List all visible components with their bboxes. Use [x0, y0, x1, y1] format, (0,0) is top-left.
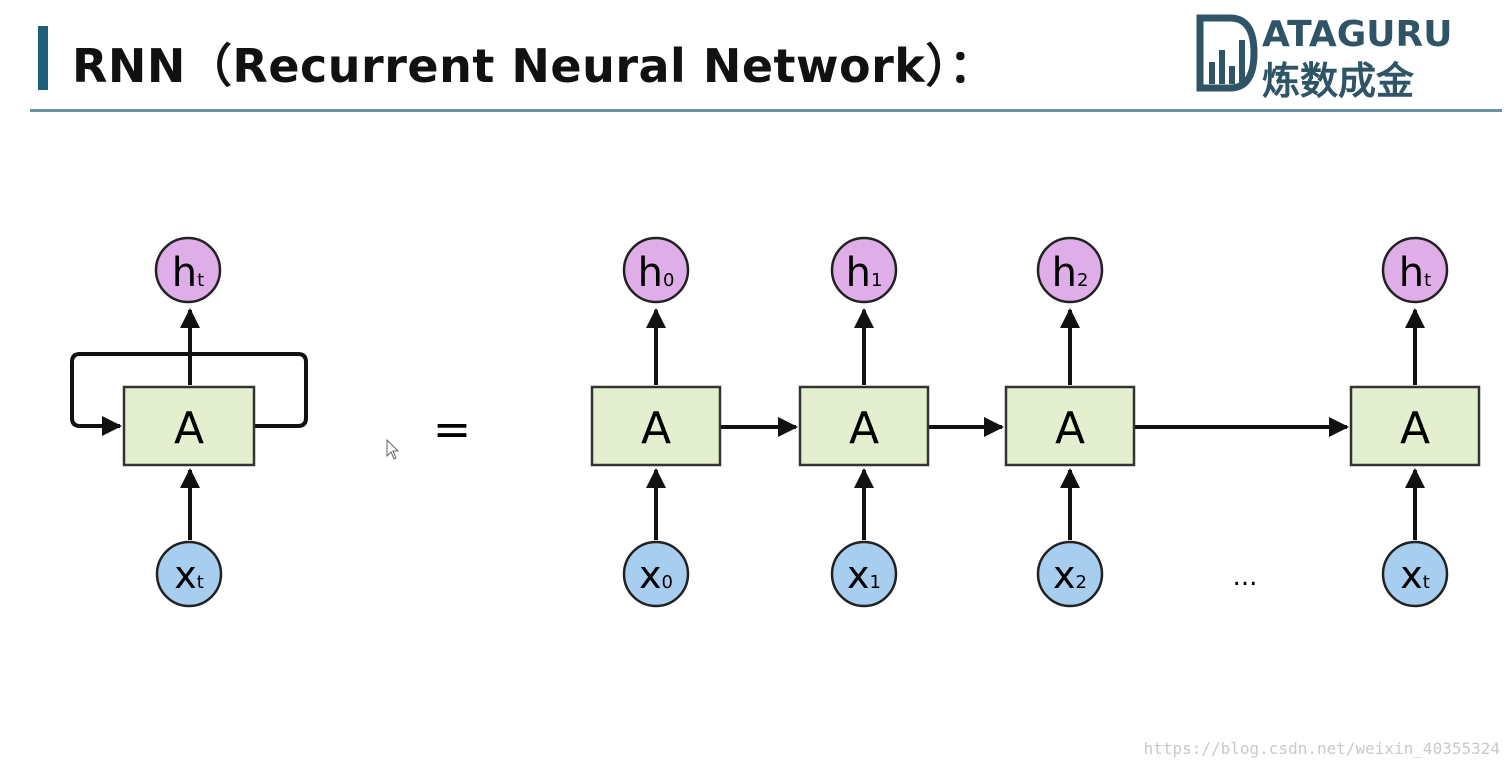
- unrolled-step-0: Ah0 x0: [590, 236, 798, 608]
- folded-rnn: A ht xt: [70, 236, 308, 608]
- hidden-label: h2: [1052, 250, 1089, 296]
- cell-label: A: [1055, 403, 1085, 454]
- recurrent-loop-arrow: [70, 352, 308, 436]
- cell-label: A: [1400, 403, 1430, 454]
- input-label: x0: [639, 553, 673, 597]
- folded-hidden-label: ht: [172, 250, 204, 296]
- cell-box: [590, 385, 722, 467]
- cell-label: A: [641, 403, 671, 454]
- cell-box: [1349, 385, 1481, 467]
- mouse-cursor-icon: [386, 438, 400, 460]
- unrolled-step-3: Aht xt: [1349, 236, 1481, 608]
- hidden-label: ht: [1399, 250, 1431, 296]
- hidden-node: [1036, 236, 1104, 304]
- logo-chinese-wordmark: 炼数成金: [1262, 59, 1415, 103]
- cell-box: [1004, 385, 1136, 467]
- hidden-node: [1381, 236, 1449, 304]
- title-accent-bar: [38, 26, 48, 90]
- hidden-label: h1: [846, 250, 883, 296]
- input-node: [1381, 540, 1449, 608]
- unrolled-step-1: Ah1 x1: [798, 236, 1004, 608]
- watermark-url: https://blog.csdn.net/weixin_40355324: [1143, 739, 1500, 758]
- unrolled-rnn: Ah0 x0 Ah1 x1 Ah2 x2 Aht xt: [590, 236, 1481, 608]
- input-label: xt: [1400, 553, 1430, 597]
- input-label: x2: [1053, 553, 1087, 597]
- input-node: [622, 540, 690, 608]
- hidden-label: h0: [638, 250, 675, 296]
- logo-wordmark: ATAGURU: [1262, 14, 1453, 55]
- page-title: RNN（Recurrent Neural Network）：: [72, 39, 996, 93]
- folded-hidden-node: [154, 236, 222, 304]
- folded-cell-box: [122, 385, 256, 467]
- input-label: x1: [847, 553, 881, 597]
- header-divider: [30, 109, 1502, 112]
- folded-cell-label: A: [174, 403, 204, 454]
- input-node: [1036, 540, 1104, 608]
- unrolled-step-2: Ah2 x2: [1004, 236, 1349, 608]
- equals-sign: =: [433, 402, 472, 456]
- hidden-node: [622, 236, 690, 304]
- input-node: [830, 540, 898, 608]
- cell-box: [798, 385, 930, 467]
- folded-input-node: [155, 540, 223, 608]
- folded-input-label: xt: [174, 553, 204, 597]
- hidden-node: [830, 236, 898, 304]
- ataguru-logo: ATAGURU 炼数成金: [1196, 14, 1486, 103]
- ellipsis: ...: [1233, 562, 1258, 592]
- cell-label: A: [849, 403, 879, 454]
- logo-mark-icon: [1196, 14, 1258, 92]
